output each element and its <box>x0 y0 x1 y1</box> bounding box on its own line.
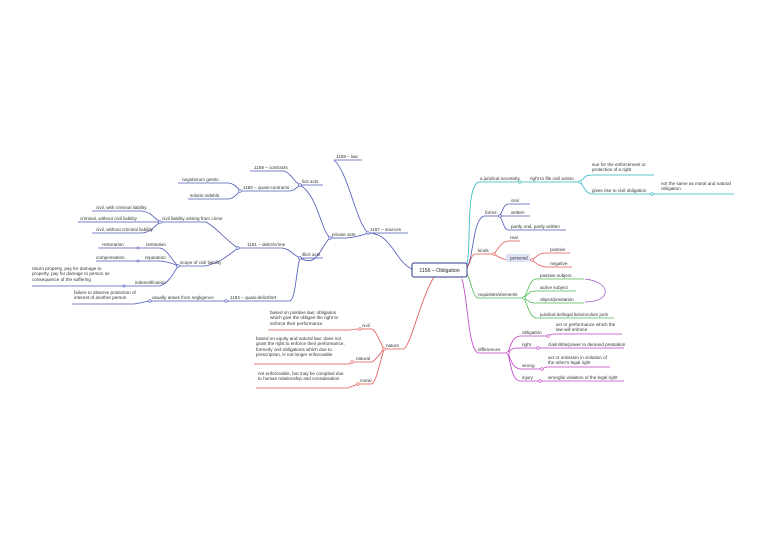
indemnification-label[interactable]: indemnification <box>135 280 166 285</box>
requisites-connector <box>522 296 526 300</box>
kinds-label[interactable]: kinds <box>478 248 489 253</box>
nature-natural-desc: based on equity and natural law; does no… <box>256 336 345 357</box>
personal-negative[interactable]: negative <box>550 261 568 266</box>
form-oral[interactable]: oral <box>511 198 519 203</box>
compensation-label[interactable]: compensation <box>96 255 125 260</box>
root-node[interactable] <box>411 262 468 278</box>
crime-civil-with-criminal[interactable]: civil, with criminal liability <box>96 205 147 210</box>
licit-acts-label[interactable]: licit acts <box>302 179 319 184</box>
sources-connectors <box>122 183 370 303</box>
req-juridical-tie[interactable]: juridical tie/legal tie/vinculum juris <box>539 312 609 317</box>
solutio-indebiti-label[interactable]: solutio indebiti <box>190 193 219 198</box>
quasi-delict-label[interactable]: 1162 – quasi-delict/tort <box>230 295 277 300</box>
quasi-contracts-label[interactable]: 1160 – quasi-contracts <box>243 185 290 190</box>
personal-positive[interactable]: positive <box>550 247 566 252</box>
nature-label[interactable]: nature <box>386 343 399 348</box>
nature-moral-desc: not enforceable, but may be complied due… <box>258 371 344 381</box>
personal-highlight <box>506 254 530 262</box>
diff-right-desc[interactable]: claim/title/power to demand prestation <box>548 342 626 347</box>
necessity-branch <box>465 174 734 270</box>
reparation-label[interactable]: reparation <box>145 255 166 260</box>
moral-natural-note: not the same as moral and natural obliga… <box>661 181 731 191</box>
forms-branch <box>465 203 566 270</box>
nature-connectors <box>350 327 386 386</box>
sources-branch <box>32 159 413 305</box>
nature-civil-desc: based on positive law; obligation which … <box>270 310 338 326</box>
necessity-label[interactable]: a juridical necessity <box>480 176 521 181</box>
requisites-label[interactable]: requisites/elements <box>478 292 518 297</box>
civil-obligation-label[interactable]: gives rise to civil obligation <box>592 188 647 193</box>
contracts-label[interactable]: 1159 – contracts <box>254 165 288 170</box>
restoration-label[interactable]: restoration <box>102 242 124 247</box>
negligence-desc: failure to observe protection of interes… <box>74 290 136 300</box>
illicit-acts-label[interactable]: illicit acts <box>302 252 321 257</box>
forms-label[interactable]: forms <box>485 210 497 215</box>
right-civil-action-label[interactable]: right to file civil action <box>530 176 574 181</box>
root-label: 1156 – Obligation <box>419 268 459 274</box>
differences-branch <box>461 278 624 382</box>
subjects-relationship-arc <box>584 278 606 303</box>
diff-obligation-desc: act or performance which the law will en… <box>556 322 615 332</box>
forms-connector <box>498 214 502 218</box>
diff-obligation[interactable]: obligation <box>522 330 542 335</box>
form-written[interactable]: written <box>511 210 525 215</box>
delict-crime-label[interactable]: 1161 – delict/crime <box>247 242 286 247</box>
nature-natural[interactable]: natural <box>356 356 370 361</box>
law-label[interactable]: 1158 – law <box>336 154 359 159</box>
negotiorum-gestio-label[interactable]: negotiorum gestio <box>182 177 219 182</box>
right-civil-action-desc: sue for the enforcement or protection of… <box>592 162 646 172</box>
nature-moral[interactable]: moral <box>360 378 372 383</box>
differences-label[interactable]: differences <box>478 347 501 352</box>
kind-personal[interactable]: personal <box>510 256 528 261</box>
indemnification-desc: return property, pay for damage to prope… <box>32 266 110 282</box>
req-object-prestation[interactable]: object/prestation <box>540 297 574 302</box>
diff-wrong-desc: act or omission in violation of the othe… <box>548 355 607 365</box>
scope-civil-liability-label[interactable]: scope of civil liability <box>180 260 222 265</box>
civil-liability-crime-label[interactable]: civil liability arising from crime <box>162 216 223 221</box>
req-active-subject[interactable]: active subject <box>540 285 569 290</box>
necessity-connectors <box>518 180 654 196</box>
private-acts-label[interactable]: private acts <box>332 232 356 237</box>
restitution-label[interactable]: restitution <box>146 242 166 247</box>
nature-branch <box>254 276 435 389</box>
requisites-branch <box>465 271 614 319</box>
crime-criminal-without-civil[interactable]: criminal, without civil liability <box>80 216 138 221</box>
req-passive-subject[interactable]: passive subject <box>540 273 572 278</box>
crime-civil-without-criminal[interactable]: civil, without criminal liability <box>96 227 154 232</box>
diff-wrong[interactable]: wrong <box>522 363 535 368</box>
negligence-label[interactable]: usually arises from negligence <box>152 295 214 300</box>
diff-right[interactable]: right <box>522 342 532 347</box>
kind-real[interactable]: real <box>510 235 518 240</box>
form-partly[interactable]: partly oral, partly written <box>511 224 560 229</box>
kinds-connectors <box>492 252 534 262</box>
nature-civil[interactable]: civil <box>362 323 370 328</box>
diff-injury[interactable]: injury <box>522 375 534 380</box>
differences-connectors <box>506 334 550 383</box>
sources-label[interactable]: 1157 – sources <box>370 227 402 232</box>
diff-injury-desc[interactable]: wrongful violation of the legal right <box>548 375 618 380</box>
